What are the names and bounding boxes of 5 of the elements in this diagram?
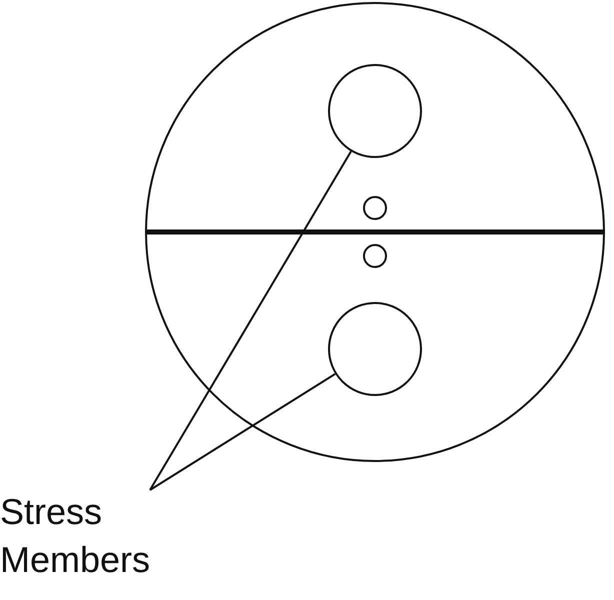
leader-line (149, 150, 352, 491)
stress-member-circle (328, 64, 422, 158)
leader-line (149, 373, 336, 491)
callout-label: Stress Members (0, 488, 200, 584)
stress-member-circle (328, 302, 422, 396)
